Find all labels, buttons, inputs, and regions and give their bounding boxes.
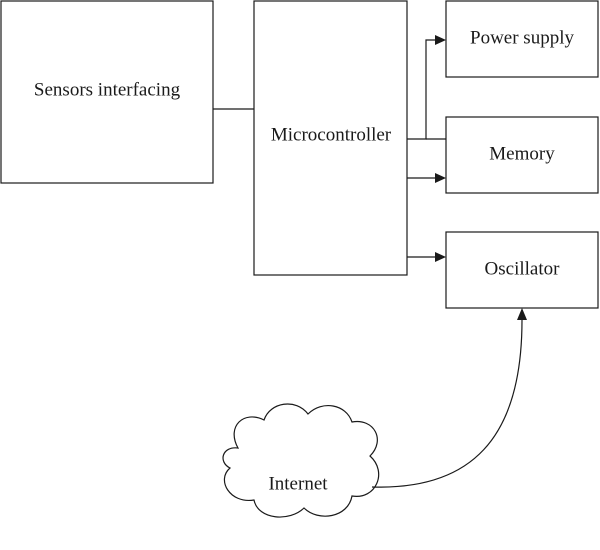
power-supply-box <box>445 0 599 78</box>
power-supply-arrowhead <box>435 35 446 45</box>
sensors-interfacing-label: Sensors interfacing <box>34 79 181 100</box>
oscillator-label: Oscillator <box>485 258 561 279</box>
sensors-interfacing-block: Sensors interfacing <box>0 0 214 184</box>
memory-label: Memory <box>489 143 555 164</box>
internet-to-oscillator-curve <box>371 319 523 488</box>
internet-to-oscillator-arrowhead <box>517 308 527 320</box>
sensors-interfacing-box <box>0 0 214 184</box>
internet-label: Internet <box>268 473 328 494</box>
microcontroller-box <box>253 0 408 276</box>
memory-box <box>445 116 599 194</box>
oscillator-arrowhead <box>435 252 446 262</box>
internet-cloud-shape <box>222 403 380 518</box>
oscillator-box <box>445 231 599 309</box>
power-supply-block: Power supply <box>445 0 599 78</box>
memory-arrowhead <box>435 173 446 183</box>
microcontroller-block: Microcontroller <box>253 0 408 276</box>
oscillator-block: Oscillator <box>445 231 599 309</box>
microcontroller-label: Microcontroller <box>271 124 392 145</box>
internet-block: Internet <box>222 403 380 518</box>
power-supply-label: Power supply <box>470 27 574 48</box>
memory-block: Memory <box>445 116 599 194</box>
microcontroller-to-power-supply-line <box>407 39 436 140</box>
